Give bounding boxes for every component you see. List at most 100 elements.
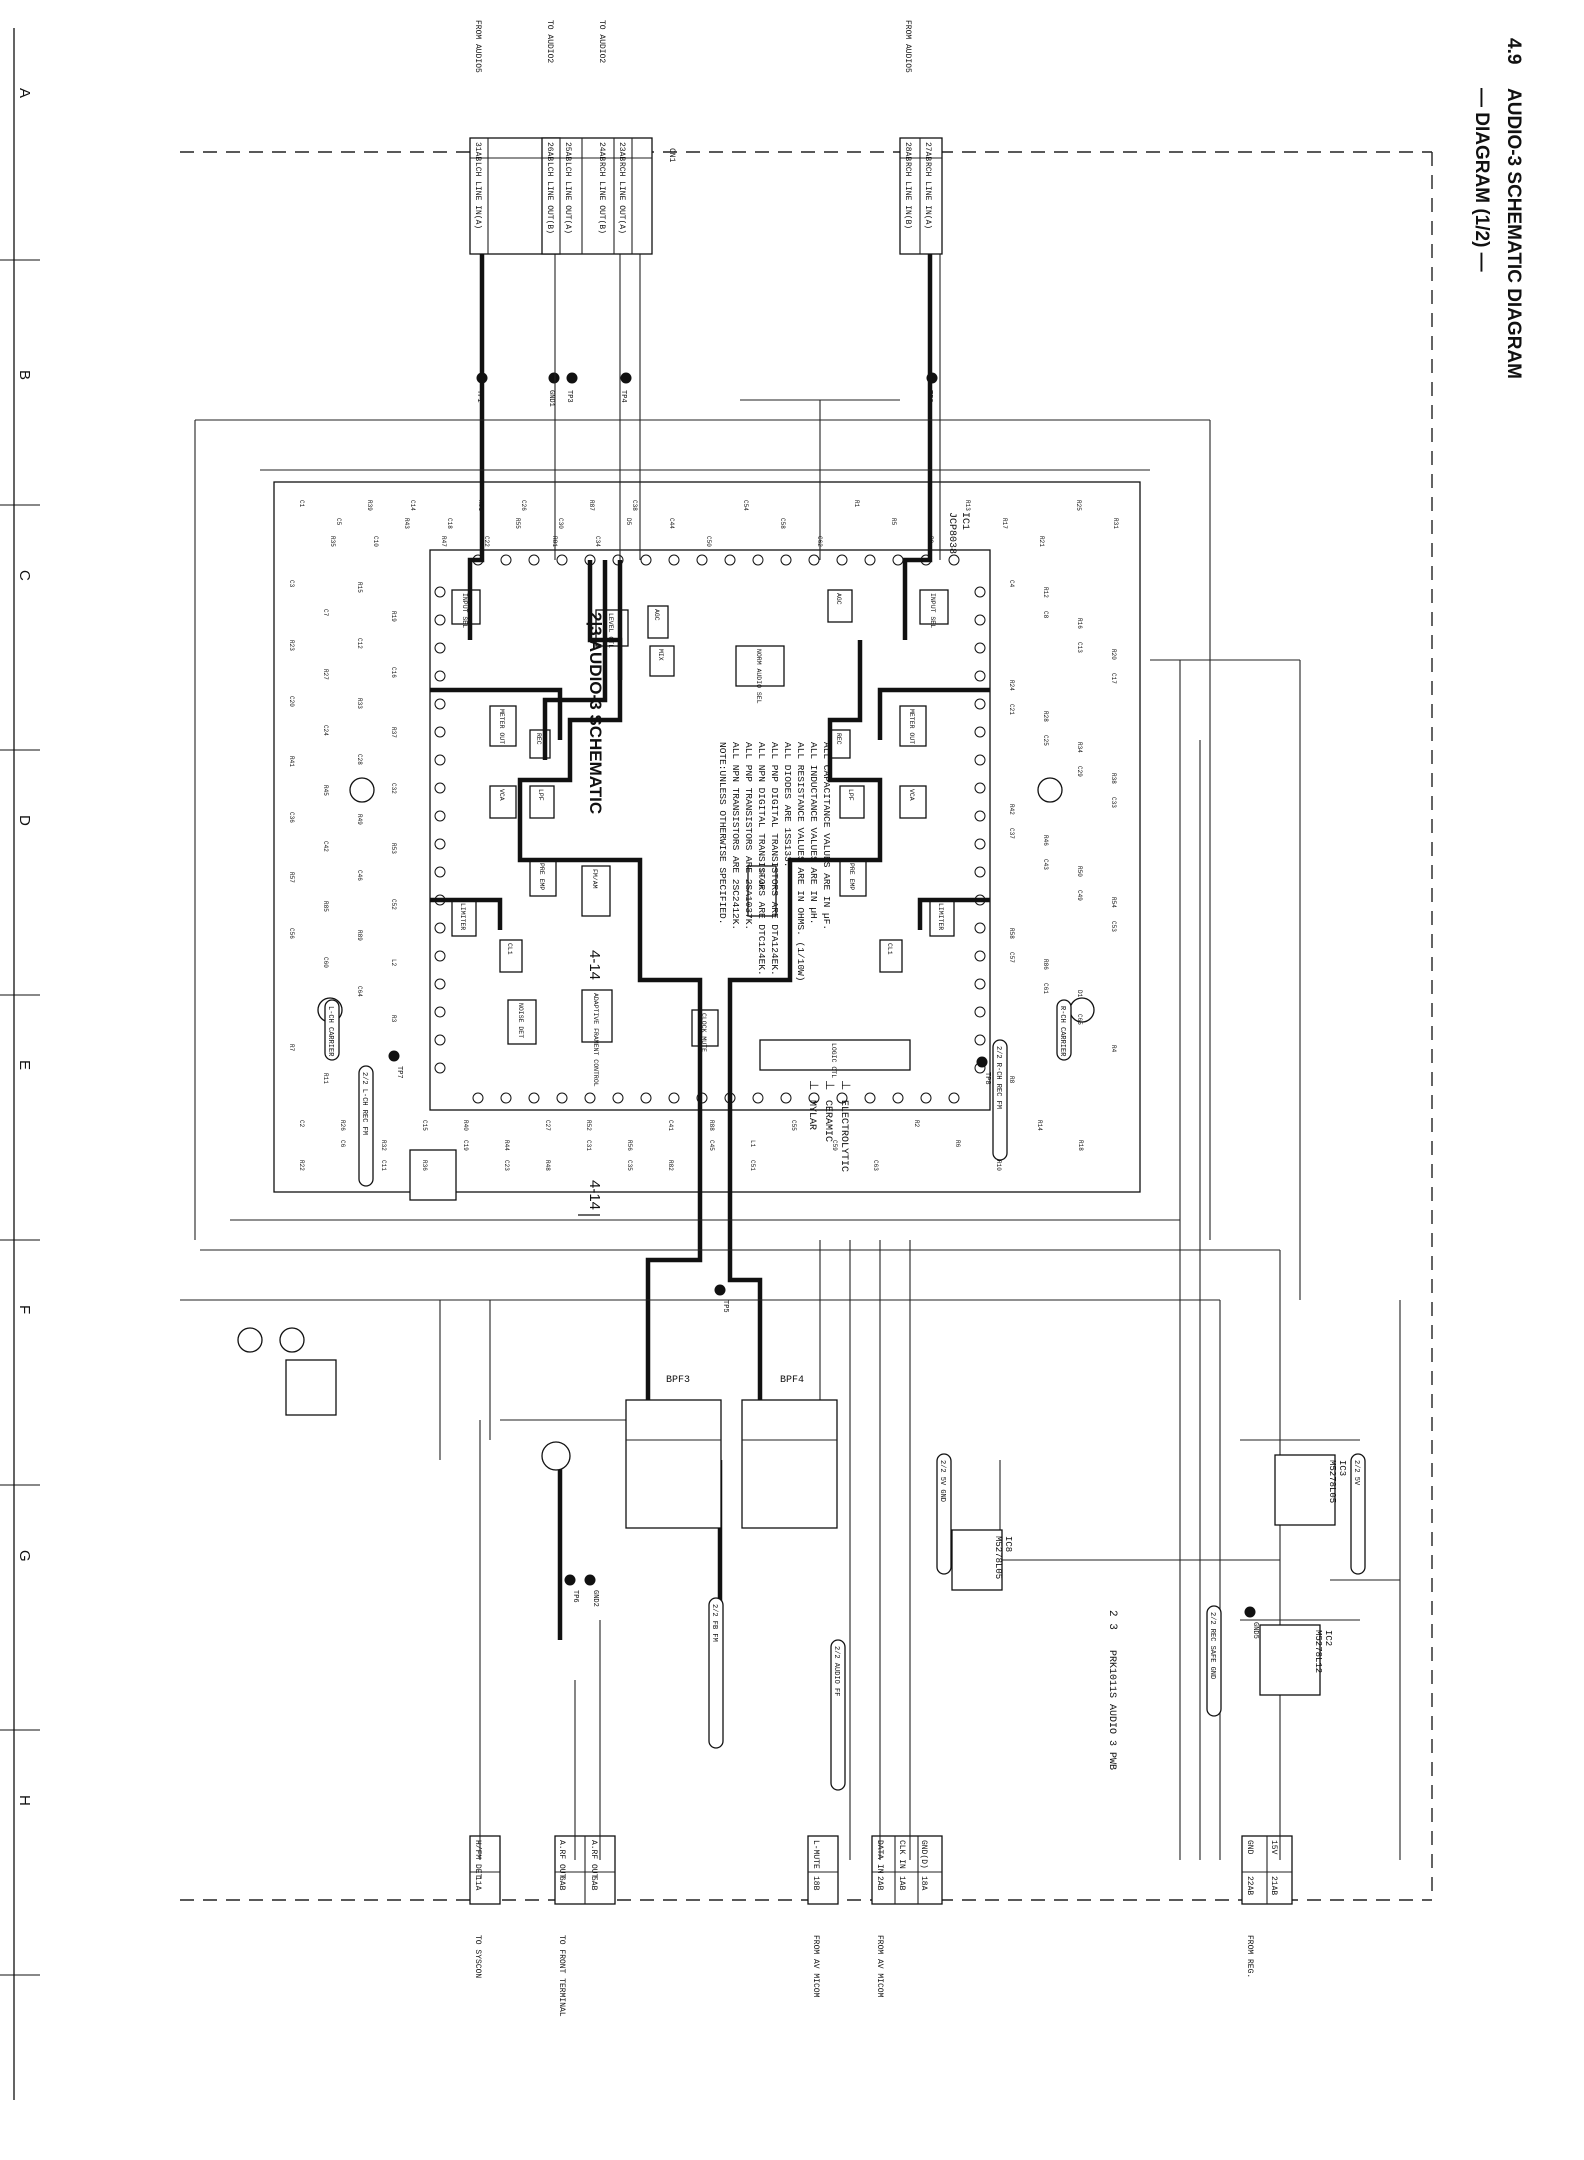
block-label-8: METER OUT [908,709,915,744]
component-c29: C29 [1076,766,1083,777]
grid-letter-c: C [16,570,33,581]
side-connector-0 [358,1065,374,1187]
top-direction-5: FROM AUDIO5 [903,20,912,73]
top-signal-1: LCH LINE OUT(B) [545,162,554,234]
component-r2: R2 [913,1120,920,1128]
top-signal-5: RCH LINE IN(B) [903,162,912,229]
note-line-1: ALL NPN TRANSISTORS ARE 2SC2412K. [730,742,741,930]
block-label-5: AGC [835,593,842,605]
ic1-pin-top [780,554,792,566]
top-pin-5: 28AB [903,142,912,161]
block-0 [451,589,481,625]
component-c10: C10 [372,536,379,547]
note-line-0: NOTE:UNLESS OTHERWISE SPECIFIED. [717,742,728,924]
component-r23: R23 [288,640,295,651]
bpf3-label: BPF3 [666,1375,690,1386]
block-label-16: PRE EMP [848,863,855,890]
side-connector-label-2: 2/2 5V [1352,1460,1360,1486]
top-signal-0: LCH LINE IN(A) [473,162,482,229]
component-r6: R6 [954,1140,961,1148]
ic1-pin-bottom [920,1092,932,1104]
block-15 [529,859,557,897]
board-ref: 2 3 [1106,1610,1118,1630]
bottom-signal-5: CLK IN [897,1840,906,1869]
block-label-18: LIMITER [937,903,944,930]
component-c5: C5 [335,518,342,526]
bottom-signal-6: GND(D) [919,1840,928,1869]
ic1-pin-left [434,614,446,626]
block-4 [735,645,785,687]
component-c15: C15 [421,1120,428,1131]
component-r35: R35 [329,536,336,547]
component-r9: R9 [927,536,934,544]
component-r3: R3 [390,1015,397,1023]
ic1-ref: IC1 [959,512,970,530]
bottom-pin-1: 6AB [557,1876,566,1891]
block-label-23: FM/AM [591,869,598,889]
component-c4: C4 [1008,580,1015,588]
ic1-pin-top [836,554,848,566]
ic1-pin-left [434,838,446,850]
component-r39: R39 [366,500,373,511]
component-c62: C62 [816,536,823,547]
ic1-pin-right [974,978,986,990]
transistor-symbols [237,777,1095,1471]
diagram-title: AUDIO-3 SCHEMATIC DIAGRAM [1503,88,1524,379]
block-20 [879,939,903,973]
side-connector-5 [708,1597,724,1749]
test-point-7: TP7 [395,1066,403,1079]
component-c64: C64 [356,986,363,997]
component-r15: R15 [356,582,363,593]
component-r43: R43 [403,518,410,529]
side-connector-label-4: 2/2 REC SAFE GND [1208,1612,1216,1679]
test-point-dot-2 [388,1050,400,1062]
component-r55: R55 [514,518,521,529]
ic1-pin-right [974,754,986,766]
ic1-pin-bottom [556,1092,568,1104]
component-r14: R14 [1036,1120,1043,1131]
component-r56: R56 [626,1140,633,1151]
bottom-direction-0: TO SYSCON [473,1935,482,1978]
ic1-pin-left [434,754,446,766]
component-c44: C44 [668,518,675,529]
bottom-pin-3: 18B [811,1876,820,1891]
block-label-7: METER OUT [498,709,505,744]
ic1-pin-right [974,726,986,738]
block-label-10: REC [835,733,842,745]
bottom-pin-5: 1AB [897,1876,906,1891]
component-r40: R40 [462,1120,469,1131]
block-24 [747,865,777,917]
ic1-pin-right [974,1006,986,1018]
component-r7: R7 [288,1044,295,1052]
component-c18: C18 [446,518,453,529]
ic2-part: M5278L12 [1313,1630,1323,1673]
bottom-pin-6: 18A [919,1876,928,1891]
component-r27: R27 [322,669,329,680]
component-c54: C54 [742,500,749,511]
top-pin-4: 23AB [617,142,626,161]
component-c34: C34 [594,536,601,547]
block-21 [507,999,537,1045]
block-label-20: CL1 [886,943,893,955]
side-connector-8 [1056,999,1072,1061]
component-c7: C7 [322,609,329,617]
ic1-pin-left [434,810,446,822]
note-line-7: ALL INDUCTANCE VALUES ARE IN µH. [808,742,819,924]
component-c37: C37 [1008,828,1015,839]
ic1-pin-right [974,866,986,878]
side-connector-2 [1350,1453,1366,1575]
side-connector-4 [1206,1605,1222,1717]
ic1-pin-top [528,554,540,566]
regulators: IC3 M5278L05 IC2 M5278L12 IC8 M5278L05 [951,1454,1347,1696]
component-r8: R8 [1008,1076,1015,1084]
block-3 [649,645,675,677]
component-c45: C45 [708,1140,715,1151]
component-c59: C59 [831,1140,838,1151]
test-point-9: GND2 [591,1590,599,1607]
ic1-part: JCP8038 [946,512,957,554]
top-tp-0: TP1 [475,390,483,403]
ic1-pin-top [500,554,512,566]
